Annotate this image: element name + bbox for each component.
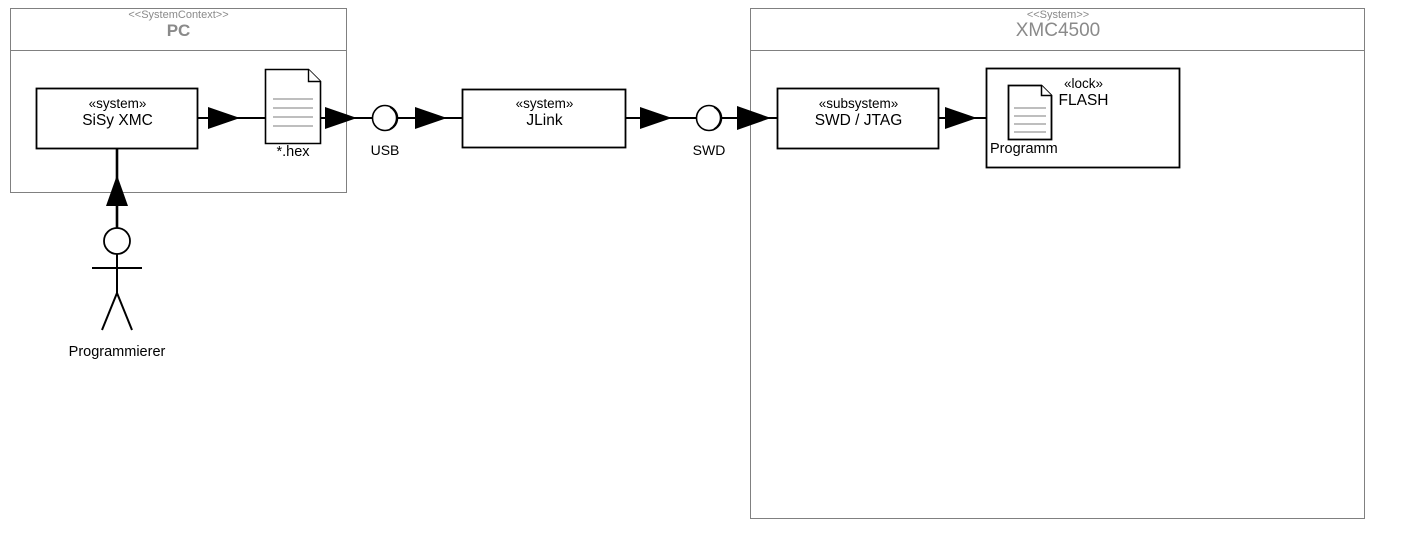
block-sisy-xmc-name: SiSy XMC bbox=[82, 112, 153, 129]
block-flash-stereotype: «lock» bbox=[1063, 76, 1104, 91]
port-swd[interactable] bbox=[695, 104, 723, 132]
artifact-programm-label: Programm bbox=[990, 141, 1058, 157]
block-jlink[interactable] bbox=[461, 88, 627, 149]
block-jlink-name: JLink bbox=[526, 112, 563, 129]
block-sisy-xmc[interactable] bbox=[35, 87, 199, 150]
artifact-programm-icon[interactable] bbox=[1007, 84, 1053, 141]
container-pc-title: PC bbox=[166, 21, 191, 40]
connector-usb-to-jlink[interactable] bbox=[398, 107, 462, 129]
actor-programmierer-label: Programmierer bbox=[68, 344, 166, 360]
artifact-hex-label: *.hex bbox=[276, 144, 310, 160]
block-sisy-xmc-stereotype: «system» bbox=[88, 96, 147, 111]
port-swd-label: SWD bbox=[692, 142, 726, 158]
connector-hex-to-usb[interactable] bbox=[320, 107, 375, 129]
connector-swd-to-swdjtag[interactable] bbox=[722, 106, 777, 130]
actor-programmierer[interactable] bbox=[92, 227, 142, 331]
block-swd-jtag-name: SWD / JTAG bbox=[814, 112, 903, 129]
container-xmc4500-stereotype: <<System>> bbox=[1026, 9, 1090, 21]
container-pc-stereotype: <<SystemContext>> bbox=[128, 9, 229, 21]
port-usb-label: USB bbox=[370, 142, 400, 158]
port-usb[interactable] bbox=[371, 104, 399, 132]
block-jlink-stereotype: «system» bbox=[515, 96, 574, 111]
connector-programmierer-to-sisy[interactable] bbox=[106, 148, 128, 230]
block-flash-name: FLASH bbox=[1058, 92, 1109, 109]
connector-jlink-to-swd[interactable] bbox=[625, 107, 698, 129]
artifact-hex-icon[interactable] bbox=[264, 68, 322, 145]
block-swd-jtag-stereotype: «subsystem» bbox=[818, 96, 899, 111]
container-xmc4500-title: XMC4500 bbox=[1015, 20, 1101, 41]
connector-swdjtag-to-flash[interactable] bbox=[938, 107, 986, 129]
connector-sisy-to-hex[interactable] bbox=[198, 107, 265, 129]
